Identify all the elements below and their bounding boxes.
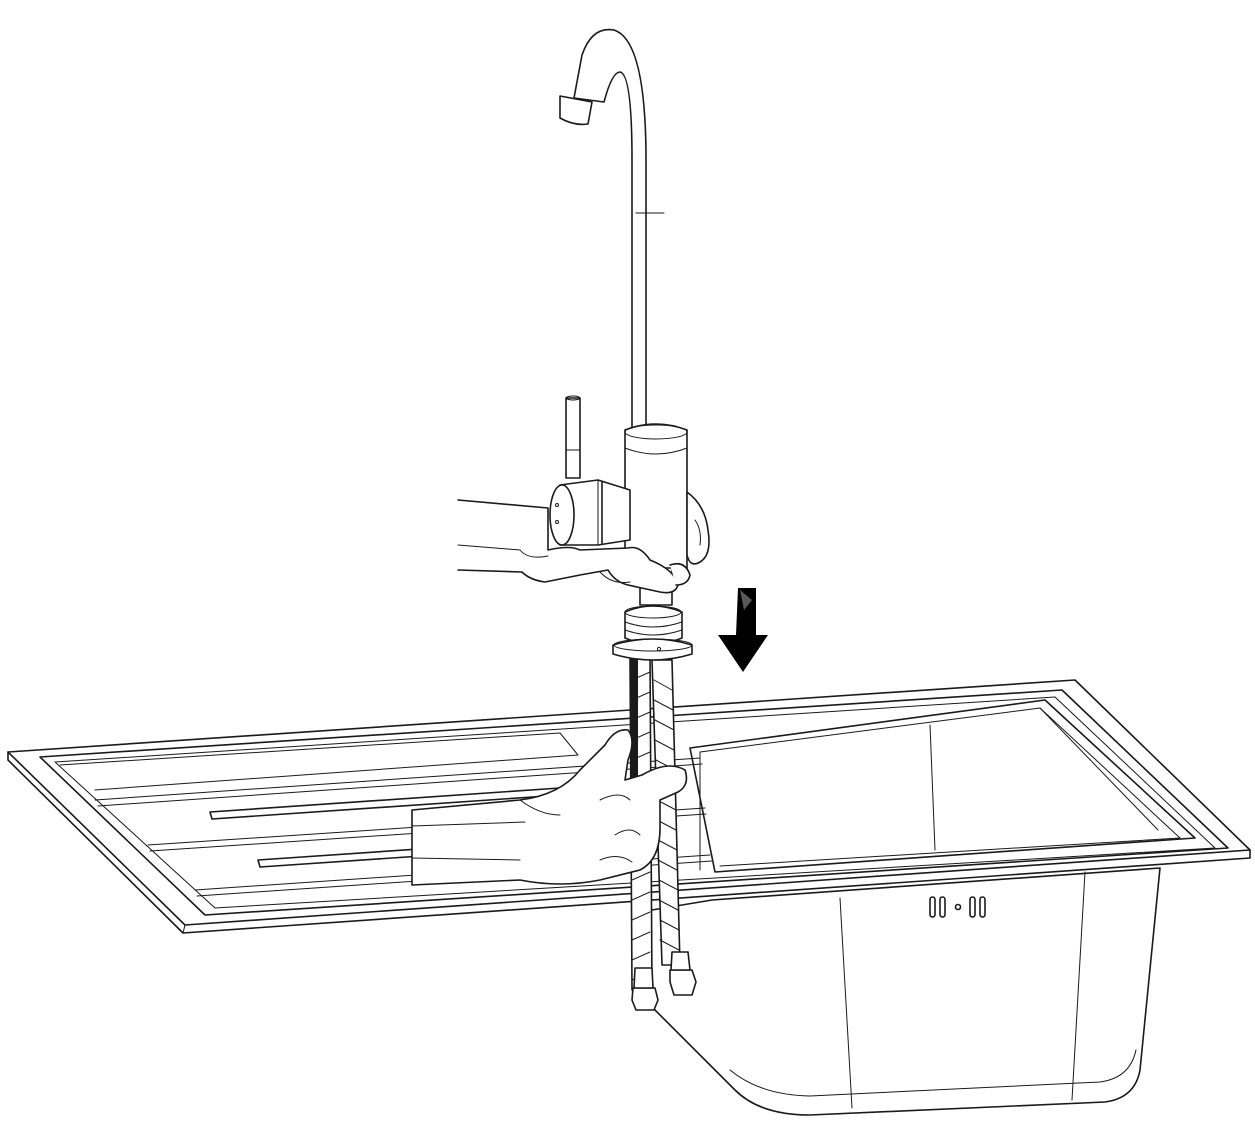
arrow-down-icon bbox=[718, 588, 768, 672]
upper-hand bbox=[457, 491, 710, 594]
faucet-lever bbox=[565, 397, 581, 479]
spout-tip bbox=[559, 95, 593, 126]
lower-hand bbox=[411, 728, 688, 886]
sink-inner-rim bbox=[39, 689, 1229, 916]
sink-bowl bbox=[639, 699, 1196, 1116]
faucet-spout bbox=[573, 28, 647, 431]
hose-nut-left bbox=[631, 987, 659, 1011]
mounting-ring bbox=[612, 605, 693, 661]
hose-nut-right bbox=[669, 969, 697, 996]
faucet bbox=[549, 28, 693, 661]
mounting-stud bbox=[630, 655, 638, 805]
overflow-slots bbox=[929, 896, 986, 918]
